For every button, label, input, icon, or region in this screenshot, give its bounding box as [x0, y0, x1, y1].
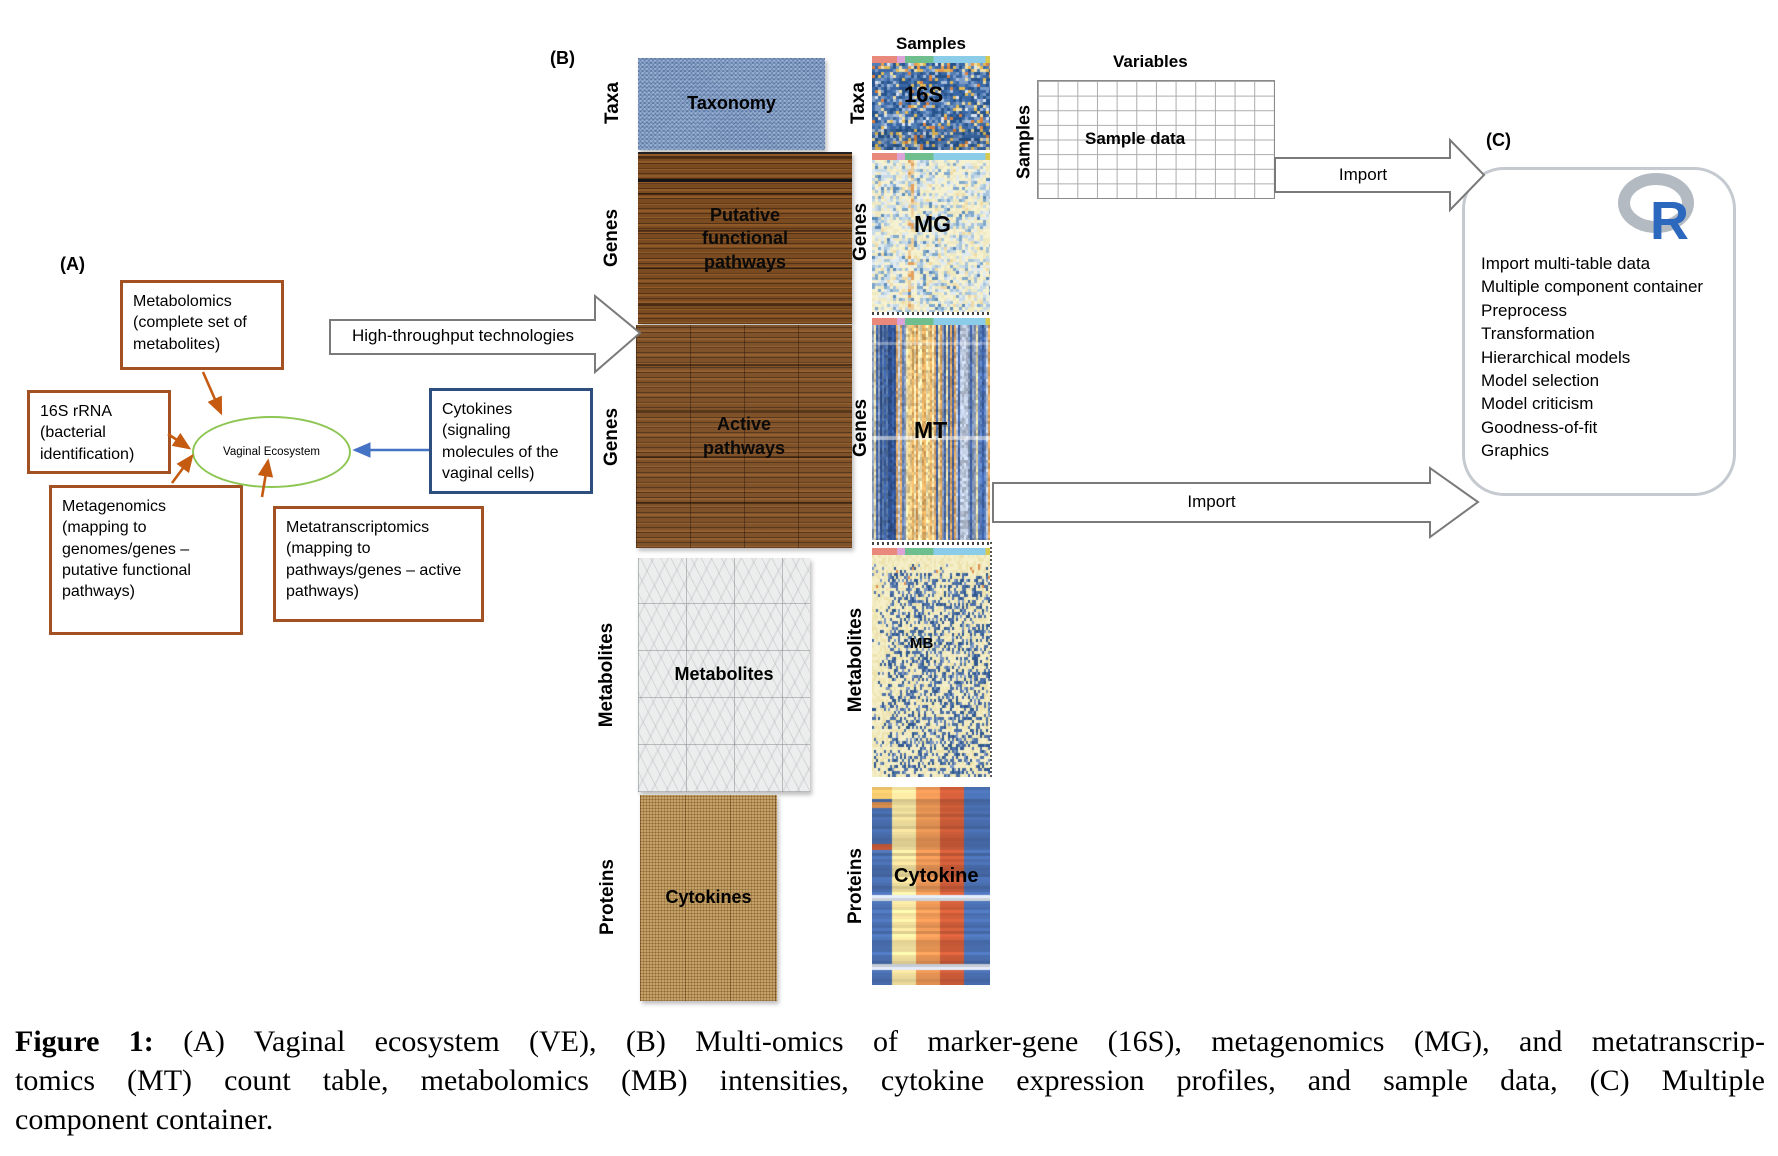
feature-item: Preprocess: [1481, 300, 1567, 320]
heatmap-mt-canvas: [872, 325, 990, 540]
feature-item: Model criticism: [1481, 394, 1594, 414]
arrow-rrna-to-ellipse: [167, 432, 192, 450]
arrow-metabolomics-to-ellipse: [201, 371, 223, 416]
heatmap-mg: MG: [872, 153, 990, 312]
heat-row-label-genes-2: Genes: [850, 398, 871, 458]
sample-data-label: Sample data: [1085, 129, 1186, 148]
putative-pathways-block: Putative functional pathways: [638, 152, 852, 324]
r-container: [1462, 167, 1736, 496]
feature-list: Import multi-table data Multiple compone…: [1481, 252, 1733, 463]
panel-c-label: (C): [1486, 130, 1511, 150]
row-label-genes-2: Genes: [601, 407, 622, 467]
row-label-taxa: Taxa: [602, 82, 623, 124]
taxonomy-block-label: Taxonomy: [687, 93, 776, 114]
cytokines-box: Cytokines (signaling molecules of the va…: [429, 388, 593, 494]
feature-item: Model selection: [1481, 371, 1600, 391]
heatmap-cytokine-canvas: [872, 787, 990, 985]
row-label-genes-1: Genes: [601, 208, 622, 268]
heatmap-cytokine-label: Cytokine: [894, 865, 979, 887]
panel-a-label: (A): [60, 254, 85, 274]
heatmap-mt-label: MT: [914, 417, 948, 443]
heat-row-label-taxa: Taxa: [848, 82, 869, 124]
heatmap-mb-label: MB: [910, 635, 934, 652]
caption-line-1: Figure 1: (A) Vaginal ecosystem (VE), (B…: [15, 1022, 1765, 1061]
samples-side-label: Samples: [1013, 104, 1034, 180]
sample-data-grid: [1037, 80, 1275, 199]
cytokines-block-label: Cytokines: [665, 887, 752, 908]
caption-line-1-text: (A) Vaginal ecosystem (VE), (B) Multi-om…: [153, 1025, 1765, 1058]
metatranscriptomics-box: Metatranscriptomics (mapping to pathways…: [273, 506, 484, 622]
metabolomics-box: Metabolomics (complete set of metabolite…: [120, 280, 284, 370]
feature-item: Multiple component container: [1481, 277, 1704, 297]
samples-header: Samples: [896, 34, 966, 53]
heatmap-16s: 16S: [872, 56, 990, 150]
row-label-metabolites: Metabolites: [596, 622, 617, 728]
caption-figure-number: Figure 1:: [15, 1025, 154, 1058]
putative-pathways-label: Putative functional pathways: [702, 204, 788, 272]
taxonomy-block: Taxonomy: [638, 58, 825, 150]
variables-header: Variables: [1113, 52, 1188, 71]
cytokines-block: Cytokines: [640, 795, 777, 1001]
metabolites-block: Metabolites: [638, 558, 810, 792]
active-pathways-label: Active pathways: [702, 414, 786, 458]
heat-row-label-proteins: Proteins: [845, 847, 866, 925]
heatmap-mg-canvas: [872, 160, 990, 312]
metagenomics-box: Metagenomics (mapping to genomes/genes –…: [49, 485, 243, 635]
rrna-box: 16S rRNA (bacterial identification): [27, 390, 171, 474]
sample-dash-bar-mt: [872, 312, 990, 315]
heatmap-16s-canvas: [872, 63, 990, 150]
metabolites-block-label: Metabolites: [674, 664, 774, 685]
figure-caption: Figure 1: (A) Vaginal ecosystem (VE), (B…: [15, 1022, 1765, 1139]
row-label-proteins: Proteins: [597, 858, 618, 936]
caption-line-3: component container.: [15, 1103, 274, 1136]
sample-color-bar-mb: [872, 548, 990, 555]
import-top-label: Import: [1338, 165, 1388, 184]
heatmap-mg-label: MG: [914, 211, 952, 237]
sample-dash-bar-mb: [872, 542, 990, 545]
vaginal-ecosystem-label: Vaginal Ecosystem: [223, 446, 320, 458]
high-throughput-arrow-label: High-throughput technologies: [351, 326, 575, 345]
sample-color-bar-mg: [872, 153, 990, 160]
import-bottom-label: Import: [1187, 492, 1236, 511]
heatmap-mb-canvas: [872, 555, 990, 777]
heatmap-cytokine: Cytokine: [872, 787, 990, 985]
feature-item: Transformation: [1481, 324, 1595, 344]
feature-item: Goodness-of-fit: [1481, 417, 1598, 437]
putative-block-divider: [638, 179, 852, 182]
heatmap-mt: MT: [872, 312, 990, 540]
heat-row-label-genes-1: Genes: [850, 202, 871, 262]
heat-row-label-metabolites: Metabolites: [845, 607, 866, 713]
caption-line-2: tomics (MT) count table, metabolomics (M…: [15, 1064, 1765, 1097]
panel-b-label: (B): [550, 48, 575, 68]
r-logo-icon: R: [1618, 173, 1694, 243]
arrow-metagenomics-to-ellipse: [170, 453, 194, 484]
heatmap-mb: MB: [872, 542, 992, 777]
feature-item: Import multi-table data: [1481, 254, 1651, 273]
active-pathways-block: Active pathways: [636, 325, 852, 548]
sample-color-bar-mt: [872, 318, 990, 325]
feature-item: Graphics: [1481, 441, 1550, 461]
feature-item: Hierarchical models: [1481, 347, 1631, 367]
vaginal-ecosystem-ellipse: Vaginal Ecosystem: [192, 416, 351, 488]
heatmap-16s-label: 16S: [904, 82, 944, 107]
sample-color-bar-16s: [872, 56, 990, 63]
r-logo-letter: R: [1650, 191, 1689, 243]
